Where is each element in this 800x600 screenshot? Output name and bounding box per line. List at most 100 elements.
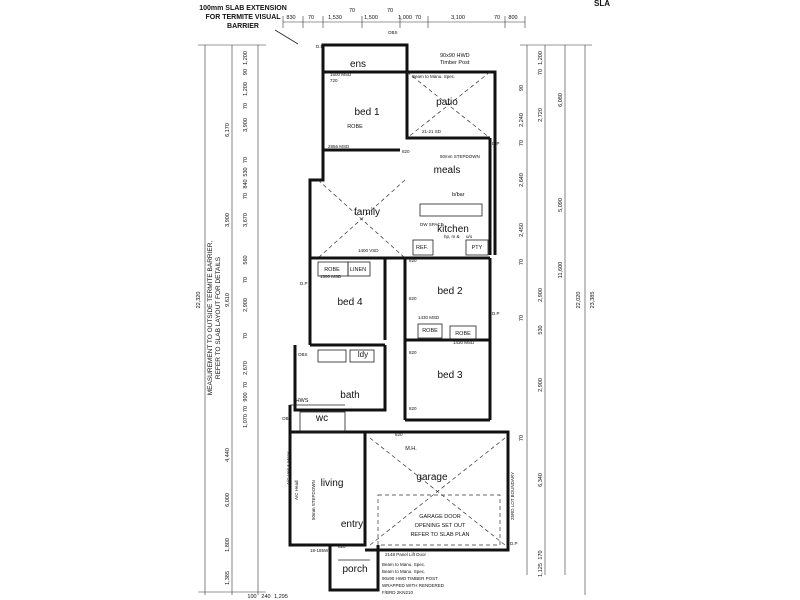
left-part-1: 90: [243, 69, 249, 75]
garage-walls: [365, 430, 510, 552]
breakfast-bar: b/bar: [452, 192, 465, 198]
fridge-space: [412, 239, 434, 256]
right-part-8: 70: [519, 259, 525, 265]
right-part-4: 2,240: [519, 113, 525, 127]
timber-post-line-1: 90x90 HWD: [440, 53, 470, 59]
right-part-10: 70: [519, 315, 525, 321]
right-part-0: 1,200: [538, 51, 544, 65]
left-part-11: 70: [243, 277, 249, 283]
window-code-1: 1400 VSD: [358, 248, 379, 253]
left-inner-dim-4: 6,000: [225, 493, 231, 507]
right-mid-dim-2: 11,600: [558, 262, 564, 278]
opening-obs-2: OBS: [282, 416, 292, 421]
bed2-robe-box: [417, 323, 443, 339]
slab-note-leader: [274, 29, 299, 45]
left-part-7: 840: [243, 179, 249, 188]
ac-unit: A/C Unit & Motor: [286, 451, 291, 485]
dp-4: D.P: [510, 541, 518, 546]
right-part-2: 90: [519, 85, 525, 91]
porch-post-0: 90x90 HWD TIMBER POST: [382, 576, 438, 581]
left-part-10: 560: [243, 255, 249, 264]
room-bed3: bed 3: [437, 370, 462, 381]
window-code-2: 1500 MSD: [320, 274, 342, 279]
top-dim-8: 3,100: [451, 15, 465, 21]
bottom-left-dim-0: 100: [247, 594, 256, 600]
dp-0: D.P: [316, 44, 324, 49]
window-code-0: 2856 MSD: [328, 144, 350, 149]
meals-stepdown-note: 50mm STEPDOWN: [440, 154, 480, 159]
entry-porch-walls: [328, 545, 380, 592]
garage-door-line-1: GARAGE DOOR: [419, 514, 461, 520]
bath-tub: [317, 349, 347, 363]
room-living: living: [321, 478, 344, 489]
left-part-4: 3,900: [243, 118, 249, 132]
dp-3: D.P: [492, 311, 500, 316]
kitchen-island: [419, 203, 483, 217]
room-garage: garage: [416, 472, 448, 483]
right-part-12: 2,900: [538, 378, 544, 392]
linen-box: [347, 261, 371, 277]
right-mid-dim-1: 5,090: [558, 198, 564, 212]
right-part-3: 2,720: [538, 108, 544, 122]
corner-text: SLA: [594, 0, 610, 8]
right-part-6: 2,640: [519, 173, 525, 187]
patio-roof-lines: [406, 71, 491, 139]
top-dim-1: 70: [308, 15, 314, 21]
window-code-3: 1430 MSD: [418, 315, 440, 320]
left-part-15: 70: [243, 382, 249, 388]
window-code-5: 1500 MSD: [330, 72, 352, 77]
room-bed1: bed 1: [354, 107, 379, 118]
top-dim-0: 830: [286, 15, 295, 21]
right-mid-dim-3: 22,020: [576, 292, 582, 309]
top-dim-7: 70: [415, 15, 421, 21]
right-mid-dim-4: 6,340: [538, 473, 544, 487]
left-part-6: 530: [243, 167, 249, 176]
top-dim-2: 1,530: [328, 15, 342, 21]
walls: [288, 43, 510, 592]
robe-bed4: ROBE: [324, 267, 340, 273]
left-part-14: 2,670: [243, 361, 249, 375]
right-part-11: 530: [538, 325, 544, 334]
patio-beam-note: Beam to Manu. Spec.: [412, 74, 455, 79]
room-entry: entry: [341, 519, 363, 530]
door-820-3: 820: [409, 406, 417, 411]
window-code-6: 18-185W: [310, 548, 329, 553]
garage-door-line-2: OPENING SET OUT: [415, 523, 466, 529]
lift-door-note: 2148 Panel Lift Door: [385, 552, 427, 557]
slab-note-line-3: BARRIER: [227, 23, 259, 30]
porch-beam-1: Beam to Manu. Spec.: [382, 569, 425, 574]
left-part-8: 70: [243, 193, 249, 199]
right-part-13: 70: [519, 435, 525, 441]
robe-bed2: ROBE: [422, 328, 438, 334]
left-part-9: 3,670: [243, 213, 249, 227]
timber-post-line-2: Timber Post: [440, 60, 470, 66]
left-note-line-1: MEASUREMENT TO OUTSIDE TERMITE BARRIER,: [207, 241, 214, 396]
bath-walls: [293, 345, 387, 412]
right-part-7: 2,450: [519, 223, 525, 237]
dw-space: DW SPACE: [420, 222, 444, 227]
garage-roof-lines: [369, 437, 506, 546]
left-note-line-2: REFER TO SLAB LAYOUT FOR DETAILS: [215, 256, 222, 379]
left-part-12: 2,900: [243, 298, 249, 312]
top-dim-4: 1,500: [364, 15, 378, 21]
dp-2: D.P: [300, 281, 308, 286]
garage-door-opening: [377, 494, 501, 546]
bottom-left-dim-2: 1,295: [274, 594, 288, 600]
room-bath: bath: [340, 390, 359, 401]
room-family: family: [354, 207, 380, 218]
room-bed2: bed 2: [437, 286, 462, 297]
porch-post-1: WRAPPED WITH RENDERED: [382, 583, 445, 588]
left-part-16: 900: [243, 392, 249, 401]
top-dim-9: 70: [494, 15, 500, 21]
right-part-14: 1,125: [538, 563, 544, 577]
uo-note: u/o: [466, 234, 473, 239]
top-dim-6: 1,000: [398, 15, 412, 21]
right-part-1: 70: [538, 69, 544, 75]
room-ens: ens: [350, 59, 366, 70]
hp-note: hp, m &: [444, 234, 460, 239]
annotations: 90x90 HWD Timber Post Beam to Manu. Spec…: [282, 30, 518, 595]
wc-room: [299, 411, 346, 433]
left-inner-dim-2: 9,610: [225, 293, 231, 307]
top-dim-10: 800: [508, 15, 517, 21]
family-ceiling-lines: [317, 179, 406, 259]
